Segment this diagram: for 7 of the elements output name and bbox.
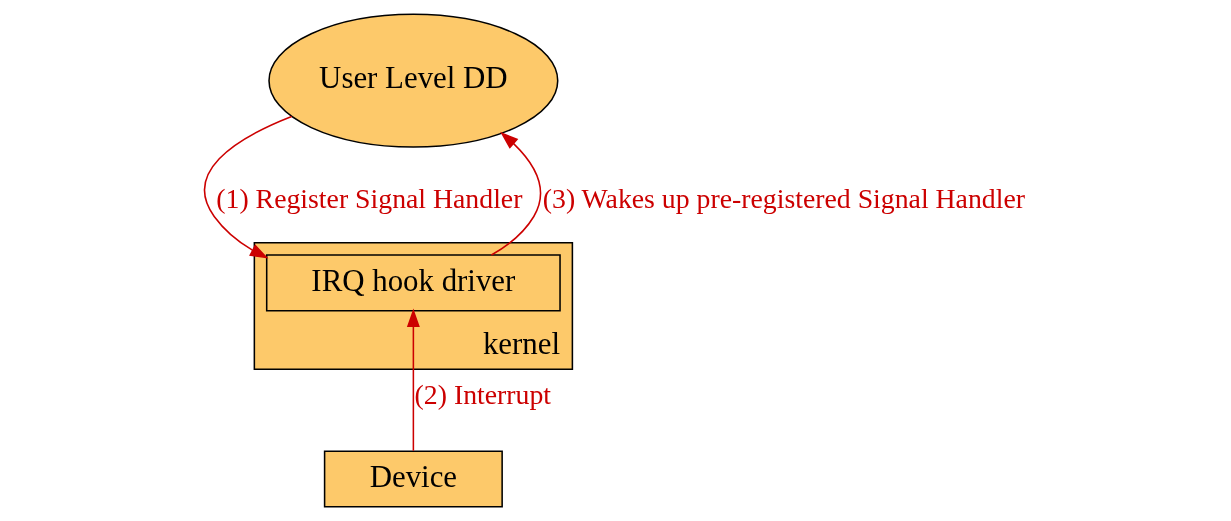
arrow — [406, 308, 420, 452]
node-box: IRQ hook driver — [265, 254, 561, 312]
edge-label: (1) Register Signal Handler — [215, 182, 522, 214]
edge-label: (3) Wakes up pre-registered Signal Handler — [542, 182, 1025, 214]
edge-label: (2) Interrupt — [414, 378, 551, 410]
arrow — [203, 115, 292, 259]
node-box: Device — [323, 450, 503, 508]
